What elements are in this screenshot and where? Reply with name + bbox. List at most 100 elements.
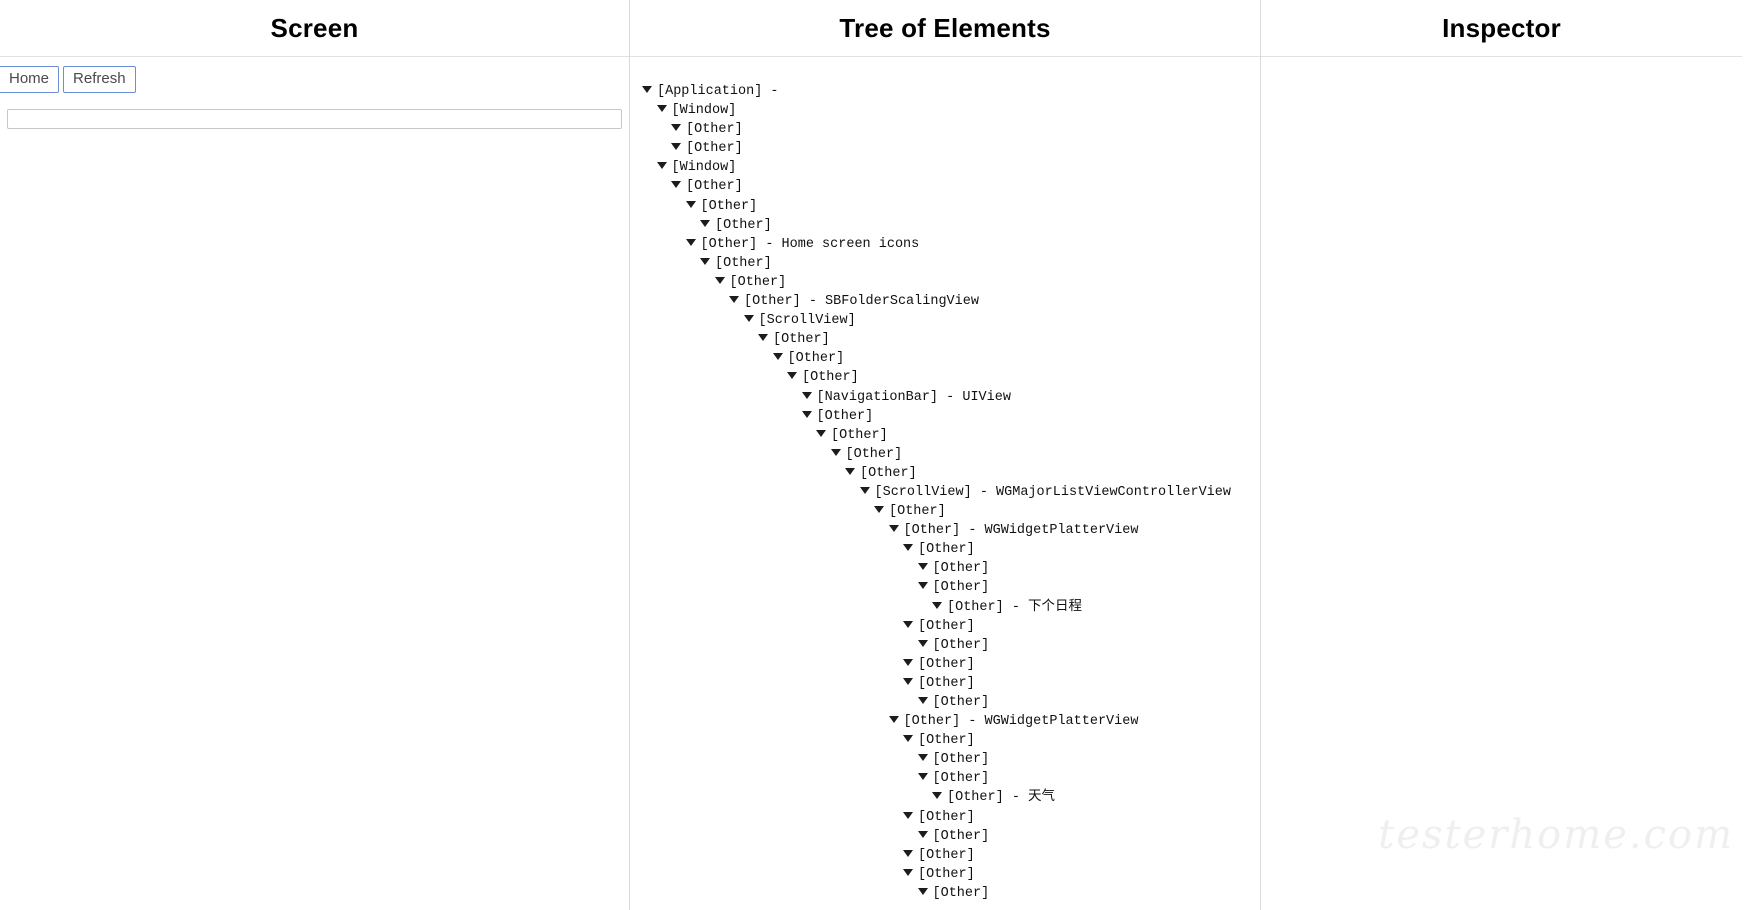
caret-down-icon[interactable]: [714, 276, 725, 284]
tree-node[interactable]: [Other]: [630, 349, 1260, 368]
tree-node[interactable]: [Window]: [630, 101, 1260, 120]
caret-down-icon[interactable]: [917, 830, 928, 838]
caret-down-icon[interactable]: [700, 257, 710, 265]
caret-down-icon[interactable]: [801, 410, 812, 418]
tree-node[interactable]: [Other]: [630, 464, 1260, 483]
tree-node[interactable]: [Other]: [630, 769, 1260, 788]
caret-down-icon[interactable]: [787, 372, 797, 380]
caret-down-icon[interactable]: [729, 296, 739, 304]
caret-down-icon[interactable]: [671, 181, 681, 189]
caret-down-icon[interactable]: [903, 811, 913, 819]
tree-node[interactable]: [Other]: [630, 617, 1260, 636]
caret-down-icon[interactable]: [917, 563, 928, 571]
tree-node-type: [Other]: [773, 332, 830, 348]
tree-node[interactable]: [Other]: [630, 330, 1260, 349]
caret-down-icon[interactable]: [903, 544, 913, 552]
tree-node[interactable]: [Other] - 天气: [630, 788, 1260, 807]
tree-node[interactable]: [Other]: [630, 559, 1260, 578]
tree-node[interactable]: [Other]: [630, 139, 1260, 158]
home-button[interactable]: Home: [0, 65, 60, 93]
caret-down-icon[interactable]: [917, 754, 928, 762]
caret-down-icon[interactable]: [917, 887, 928, 895]
caret-down-icon[interactable]: [903, 868, 913, 876]
caret-down-icon[interactable]: [917, 697, 928, 704]
caret-down-icon[interactable]: [932, 792, 942, 800]
tree-node[interactable]: [Other]: [630, 120, 1260, 139]
tree-node[interactable]: [Application] -: [630, 82, 1260, 101]
tree-scroll-area[interactable]: [Application] - [Window][Other][Other][W…: [630, 58, 1260, 910]
caret-down-icon[interactable]: [801, 391, 812, 399]
tree-node[interactable]: [Other] - Home screen icons: [630, 235, 1260, 254]
tree-node-type: [Other]: [715, 217, 772, 233]
caret-down-icon[interactable]: [932, 601, 942, 609]
tree-node[interactable]: [Other]: [630, 827, 1260, 846]
caret-down-icon[interactable]: [671, 143, 681, 151]
caret-down-icon[interactable]: [642, 86, 652, 93]
tree-node-label: 天气: [1028, 790, 1056, 806]
tree-node[interactable]: [Other]: [630, 655, 1260, 674]
tree-node[interactable]: [Other]: [630, 884, 1260, 903]
tree-node-type: [Other]: [729, 274, 787, 290]
address-input[interactable]: [7, 109, 622, 129]
tree-node[interactable]: [Other]: [630, 846, 1260, 865]
caret-down-icon[interactable]: [903, 849, 913, 857]
tree-node[interactable]: [Other]: [630, 445, 1260, 464]
caret-down-icon[interactable]: [845, 467, 855, 475]
caret-down-icon[interactable]: [830, 448, 841, 456]
caret-down-icon[interactable]: [903, 735, 913, 743]
tree-node[interactable]: [Other]: [630, 407, 1260, 426]
tree-node[interactable]: [Other]: [630, 636, 1260, 655]
tree-node[interactable]: [Other]: [630, 578, 1260, 597]
caret-down-icon[interactable]: [903, 677, 913, 685]
caret-down-icon[interactable]: [685, 200, 696, 208]
tree-node[interactable]: [Other]: [630, 865, 1260, 884]
caret-down-icon[interactable]: [888, 525, 899, 533]
tree-node[interactable]: [Other]: [630, 197, 1260, 216]
tree-node[interactable]: [Other]: [630, 368, 1260, 387]
caret-down-icon[interactable]: [671, 124, 681, 132]
tree-node[interactable]: [Other]: [630, 540, 1260, 559]
caret-down-icon[interactable]: [758, 334, 768, 342]
tree-node[interactable]: [ScrollView]: [630, 311, 1260, 330]
tree-node[interactable]: [Other]: [630, 693, 1260, 712]
caret-down-icon[interactable]: [656, 105, 667, 113]
tree-node-type: [Other]: [918, 809, 975, 825]
caret-down-icon[interactable]: [903, 620, 913, 628]
caret-down-icon[interactable]: [903, 658, 913, 666]
tree-node-separator: -: [1003, 790, 1029, 806]
tree-node-separator: -: [762, 84, 779, 99]
tree-node[interactable]: [Other]: [630, 502, 1260, 521]
tree-node[interactable]: [Other] - WGWidgetPlatterView: [630, 521, 1260, 540]
address-bar-container: [0, 95, 629, 129]
tree-node[interactable]: [Other]: [630, 674, 1260, 693]
tree-node[interactable]: [Other]: [630, 426, 1260, 445]
caret-down-icon[interactable]: [888, 716, 899, 724]
tree-node[interactable]: [Other] - 下个日程: [630, 598, 1260, 617]
tree-node[interactable]: [Other]: [630, 254, 1260, 273]
tree-node[interactable]: [Other]: [630, 216, 1260, 235]
caret-down-icon[interactable]: [656, 162, 667, 170]
tree-node[interactable]: [Other]: [630, 273, 1260, 292]
caret-down-icon[interactable]: [874, 506, 884, 514]
tree-node[interactable]: [Other]: [630, 731, 1260, 750]
tree-node[interactable]: [Other]: [630, 177, 1260, 196]
caret-down-icon[interactable]: [917, 639, 928, 647]
tree-node-separator: -: [960, 714, 985, 730]
refresh-button[interactable]: Refresh: [63, 65, 136, 93]
tree-node[interactable]: [Other] - SBFolderScalingView: [630, 292, 1260, 311]
caret-down-icon[interactable]: [917, 582, 928, 590]
tree-node[interactable]: [Window]: [630, 158, 1260, 177]
caret-down-icon[interactable]: [859, 486, 870, 494]
tree-node[interactable]: [Other]: [630, 808, 1260, 827]
tree-node[interactable]: [Other]: [630, 750, 1260, 769]
tree-node[interactable]: [ScrollView] - WGMajorListViewController…: [630, 483, 1260, 502]
caret-down-icon[interactable]: [700, 219, 710, 227]
caret-down-icon[interactable]: [816, 429, 826, 437]
tree-node[interactable]: [Other] - WGWidgetPlatterView: [630, 712, 1260, 731]
caret-down-icon[interactable]: [685, 238, 696, 246]
tree-node-type: [Other]: [686, 179, 743, 195]
caret-down-icon[interactable]: [743, 315, 754, 323]
caret-down-icon[interactable]: [917, 773, 928, 781]
tree-node[interactable]: [NavigationBar] - UIView: [630, 388, 1260, 407]
caret-down-icon[interactable]: [772, 353, 783, 361]
